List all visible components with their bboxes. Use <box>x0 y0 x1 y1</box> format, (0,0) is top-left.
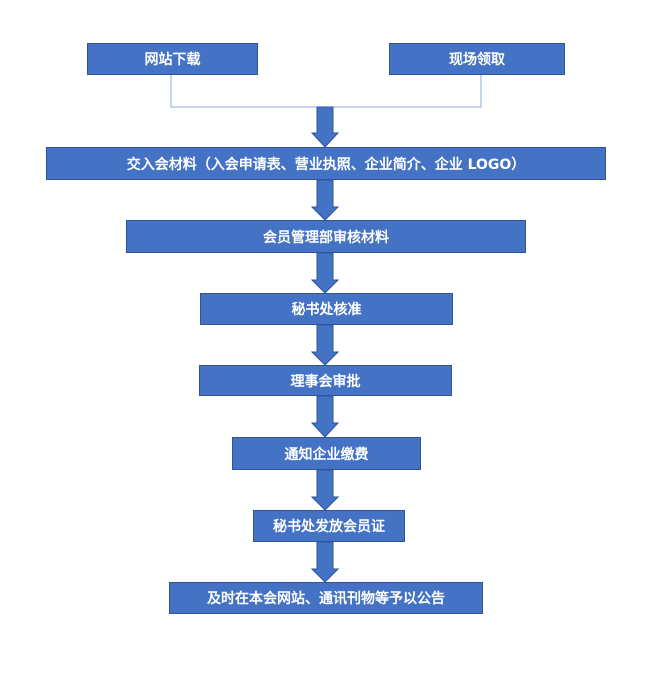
merge-bracket-line <box>170 75 482 108</box>
arrow-down-icon <box>310 324 340 366</box>
arrow-down-icon <box>310 541 340 583</box>
arrow-down-icon <box>310 469 340 511</box>
announce-box: 及时在本会网站、通讯刊物等予以公告 <box>169 582 483 614</box>
arrow-down-icon <box>310 179 340 221</box>
arrow-down-icon <box>310 395 340 438</box>
submit-materials-box: 交入会材料（入会申请表、营业执照、企业简介、企业 LOGO） <box>46 147 606 180</box>
website-download-box: 网站下载 <box>87 43 258 75</box>
onsite-pickup-box: 现场领取 <box>389 43 565 75</box>
arrow-down-icon <box>310 106 340 148</box>
membership-review-box: 会员管理部审核材料 <box>126 220 526 253</box>
secretariat-approve-box: 秘书处核准 <box>200 293 453 325</box>
council-approve-box: 理事会审批 <box>199 365 452 396</box>
notify-payment-box: 通知企业缴费 <box>232 437 421 470</box>
arrow-down-icon <box>310 252 340 294</box>
issue-certificate-box: 秘书处发放会员证 <box>253 510 405 542</box>
